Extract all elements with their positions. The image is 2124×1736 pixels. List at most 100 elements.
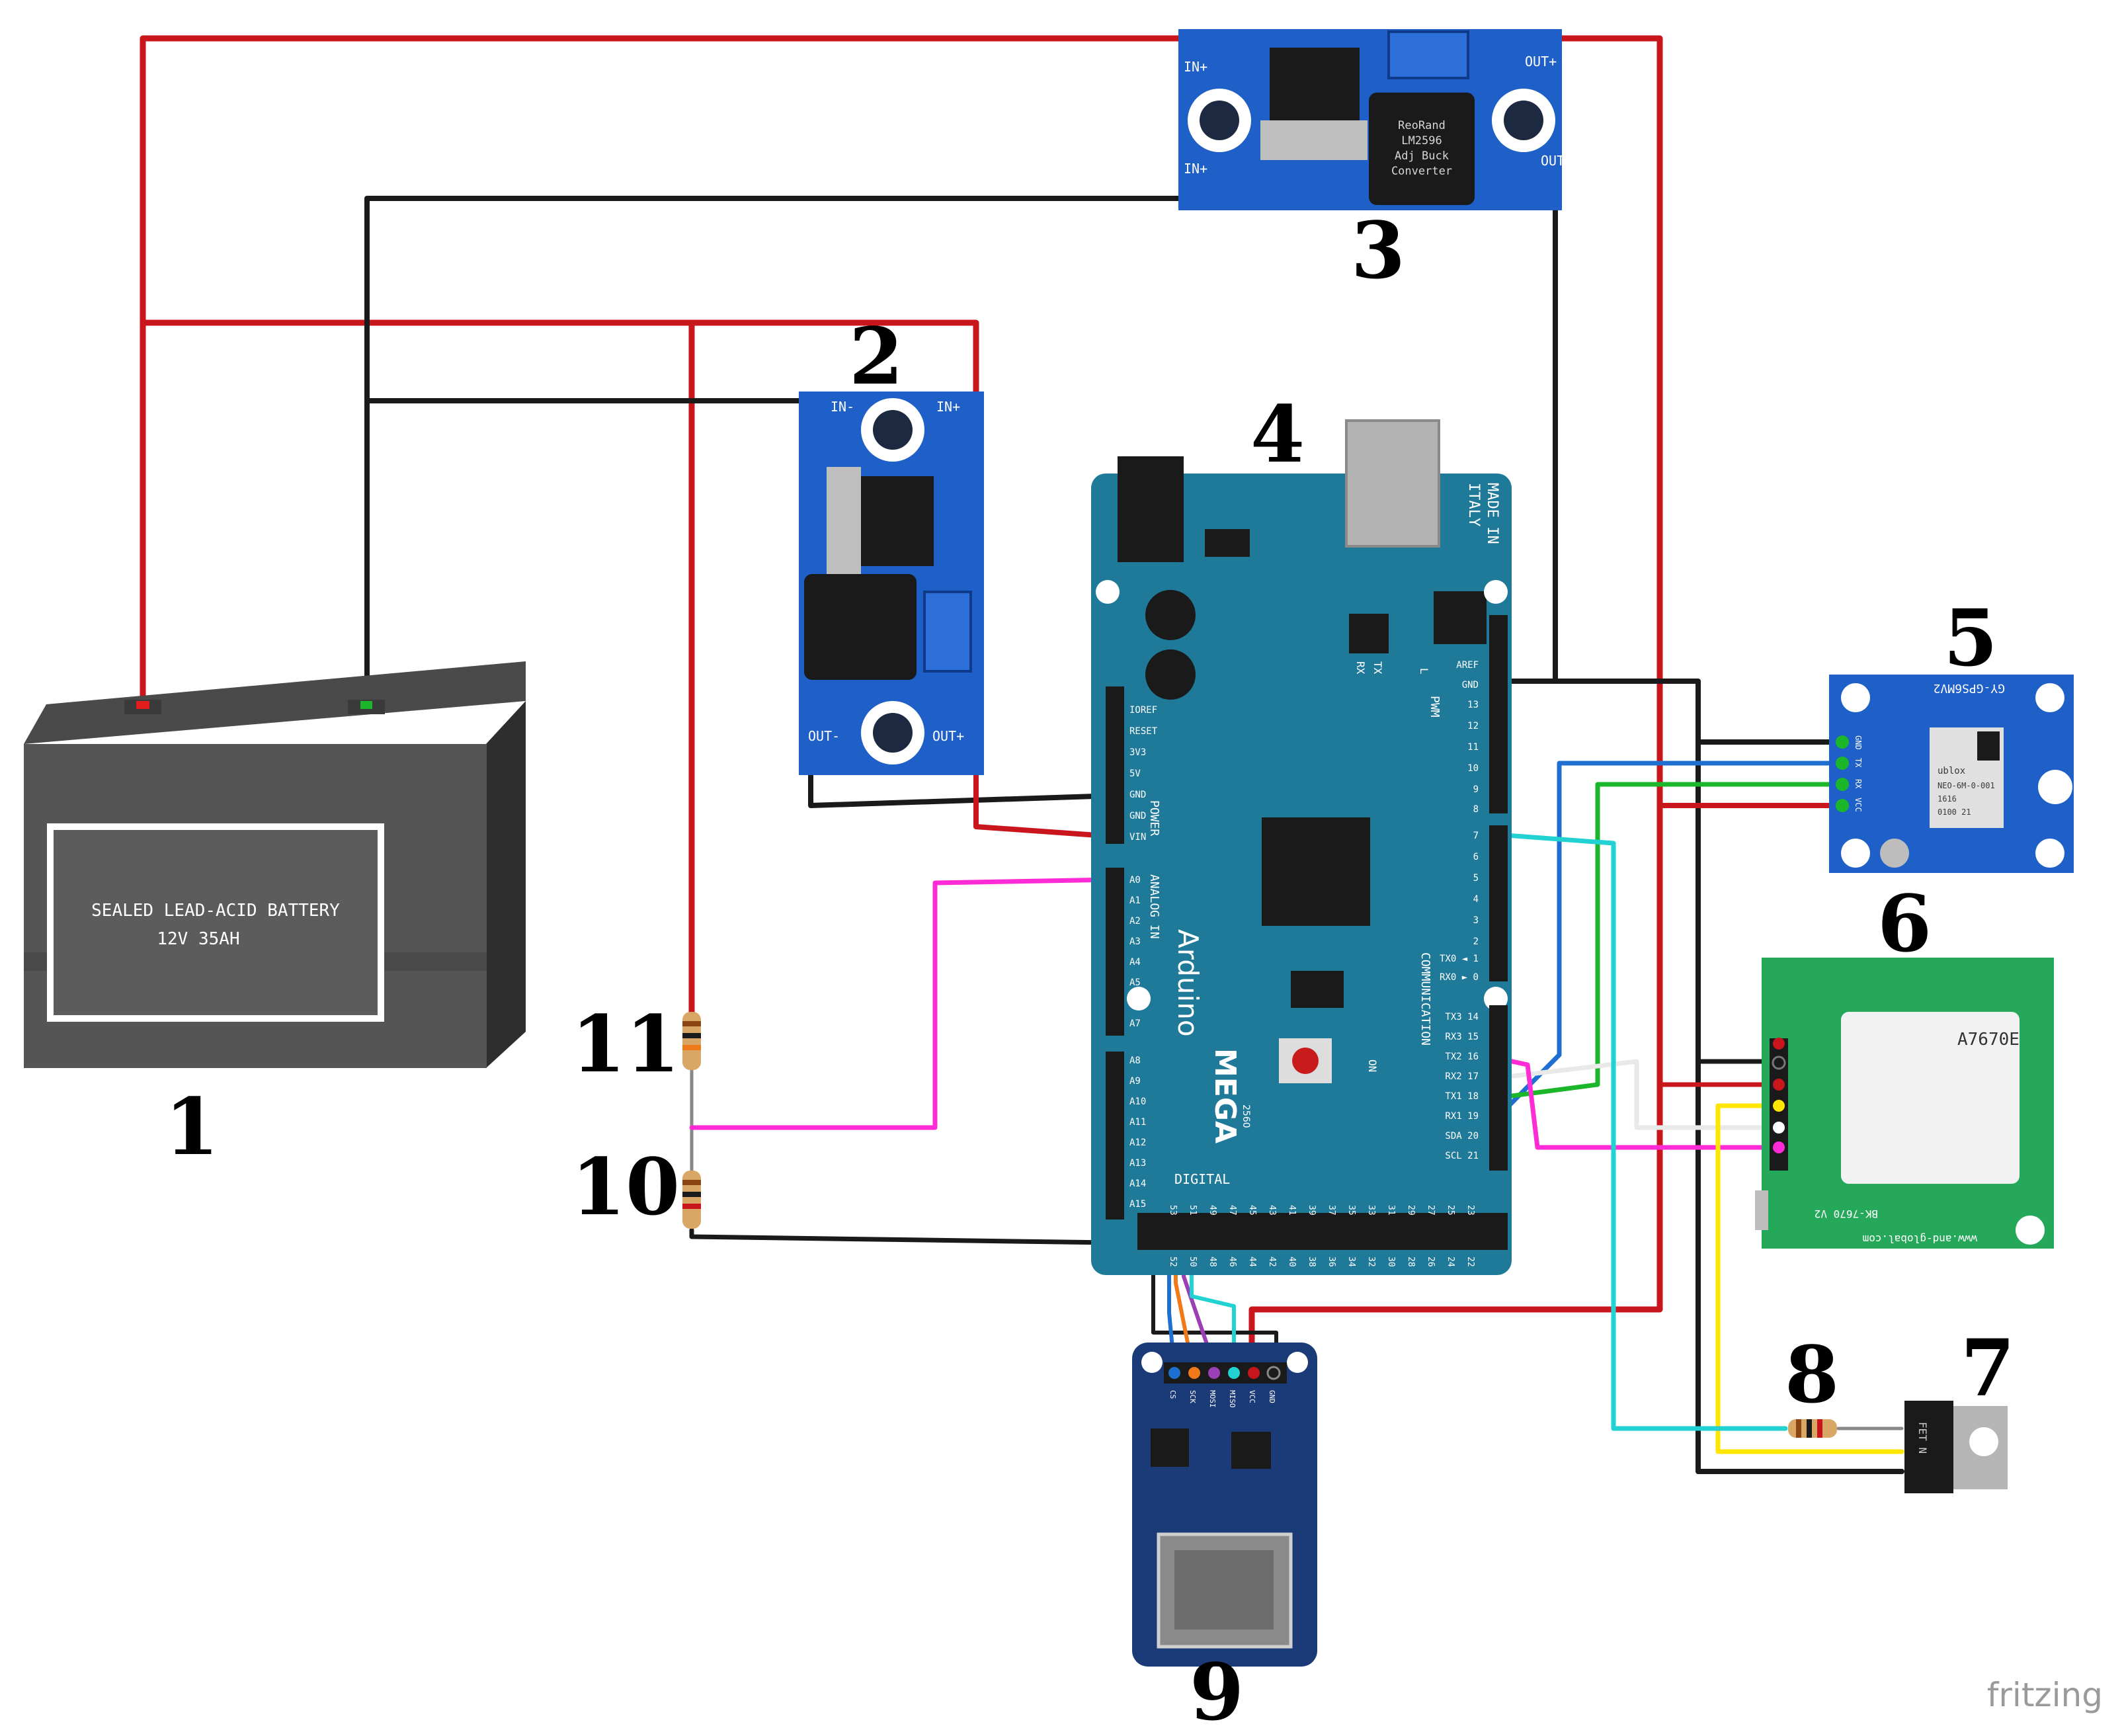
wire-gsm-rx-magenta: [1494, 1055, 1781, 1150]
gsm-usb: [1755, 1190, 1768, 1230]
pin-a10: A10: [1129, 1096, 1146, 1107]
arduino-pwm-header-2: [1489, 825, 1508, 981]
arduino-analog-pins: A0 A1 A2 A3 A4 A5 A6 A7: [1129, 875, 1141, 1029]
gps-pin-vcc-label: VCC: [1854, 798, 1863, 812]
pin-34: 34: [1346, 1257, 1356, 1267]
pin-a6: A6: [1129, 998, 1141, 1009]
pin-36: 36: [1327, 1257, 1336, 1267]
mosfet-body: [1904, 1401, 1953, 1493]
buck2-capacitor-out-top: [873, 713, 913, 753]
sd-pin-gnd-label: GND: [1268, 1390, 1276, 1403]
pin-a15: A15: [1129, 1199, 1146, 1210]
sd-pin-gnd: [1266, 1366, 1281, 1380]
buck-converter-2: OUT- OUT+ IN- IN+ 2: [799, 310, 984, 775]
pin-12: 12: [1467, 721, 1479, 731]
sd-hole-2: [1287, 1352, 1308, 1373]
wire-pin7-cyan: [1494, 832, 1788, 1431]
arduino-power-pins: IOREF RESET 3V3 5V GND GND VIN: [1129, 705, 1158, 843]
resistor-10-band1: [682, 1180, 701, 1185]
pin-24: 24: [1446, 1257, 1455, 1267]
buck3-out-minus-label: OUT-: [1541, 153, 1573, 169]
gsm-pin-4: [1773, 1100, 1785, 1112]
arduino-analog-header: [1106, 868, 1124, 1036]
wire-gsm-tx-white: [1494, 1059, 1781, 1130]
buck2-potentiometer: [923, 591, 972, 673]
label-5: 5: [1943, 592, 1998, 684]
battery: SEALED LEAD-ACID BATTERY 12V 35AH 1: [24, 661, 526, 1173]
arduino-hole-2: [1484, 580, 1508, 604]
gps-chip-line1: ublox: [1938, 766, 1965, 776]
mosfet-text: FET N: [1916, 1422, 1929, 1454]
gps-qr: [1977, 731, 2000, 761]
pin-2: 2: [1473, 936, 1479, 947]
wire-gnd-bus: [1494, 679, 1904, 1474]
arduino-year: 2560: [1241, 1104, 1251, 1128]
pin-tx2: TX2 16: [1445, 1052, 1479, 1062]
sd-chip: [1151, 1428, 1189, 1467]
sd-hole-1: [1141, 1352, 1163, 1373]
pin-a11: A11: [1129, 1117, 1146, 1128]
pin-a2: A2: [1129, 916, 1141, 927]
fritzing-watermark: fritzing: [1987, 1676, 2103, 1714]
buck2-in-minus-label: IN-: [831, 399, 854, 415]
pin-42: 42: [1267, 1257, 1277, 1267]
arduino-hole-3: [1127, 987, 1151, 1011]
pin-rx0: RX0 ► 0: [1440, 972, 1479, 983]
arduino-cap-1: [1145, 590, 1196, 640]
pin-vin: VIN: [1129, 832, 1146, 843]
sd-pin-vcc-label: VCC: [1248, 1390, 1256, 1403]
wire-battery-plus-to-buck2: [140, 319, 979, 401]
sd-card-module: CS SCK MOSI MISO VCC GND 9: [1132, 1343, 1317, 1736]
gsm-chip: [1841, 1012, 2020, 1184]
sd-card-slot-inner: [1174, 1550, 1274, 1630]
buck3-chip-line1: ReoRand: [1398, 119, 1446, 132]
resistor-8-band1: [1796, 1419, 1801, 1438]
buck3-inductor: [1369, 93, 1475, 205]
arduino-usb-port: [1345, 419, 1440, 548]
sd-pin-vcc: [1248, 1367, 1260, 1379]
pin-gnd-2: GND: [1129, 811, 1146, 821]
resistor-11: 11: [571, 998, 701, 1090]
pin-a4: A4: [1129, 957, 1141, 968]
pin-7: 7: [1473, 831, 1479, 841]
resistor-11-band3: [682, 1045, 701, 1050]
label-10: 10: [571, 1141, 680, 1233]
label-4: 4: [1250, 388, 1305, 480]
pin-rx1: RX1 19: [1445, 1111, 1479, 1122]
arduino-mcu: [1262, 817, 1370, 926]
pin-a13: A13: [1129, 1158, 1146, 1169]
pin-tx0: TX0 ◄ 1: [1440, 954, 1479, 964]
pin-40: 40: [1287, 1257, 1297, 1267]
arduino-italy: ITALY: [1465, 483, 1482, 526]
wire-gps-rx: [1494, 782, 1845, 1100]
buck3-chip-line4: Converter: [1391, 165, 1452, 178]
pin-tx3: TX3 14: [1445, 1012, 1479, 1022]
arduino-icsp-top: [1434, 591, 1487, 644]
gps-hole-3: [2038, 770, 2072, 804]
arduino-dc-jack: [1118, 456, 1184, 562]
gsm-pin-1: [1773, 1038, 1785, 1050]
gsm-footer: www.and-global.com: [1863, 1233, 1977, 1245]
arduino-analog-label: ANALOG IN: [1147, 874, 1161, 939]
pin-29: 29: [1406, 1205, 1416, 1216]
pin-3v3: 3V3: [1129, 747, 1146, 758]
gsm-pin-6: [1773, 1141, 1785, 1153]
arduino-pwm-pins: AREF GND 13 12 11 10 9 8: [1456, 660, 1479, 815]
arduino-icsp-mid: [1291, 971, 1344, 1008]
pin-scl: SCL 21: [1445, 1151, 1479, 1161]
arduino-voltage-regulator: [1205, 529, 1250, 557]
sd-pin-mosi: [1208, 1367, 1220, 1379]
battery-label-line2: 12V 35AH: [157, 929, 239, 949]
buck2-regulator-tab: [827, 467, 861, 574]
wire-buck2-out-minus: [808, 765, 1119, 808]
arduino-comm-header: [1489, 1005, 1508, 1171]
resistor-10: 10: [571, 1141, 701, 1233]
pin-gnd-top: GND: [1462, 680, 1479, 690]
label-9: 9: [1190, 1646, 1244, 1736]
pin-45: 45: [1247, 1205, 1257, 1216]
resistor-10-band2: [682, 1192, 701, 1197]
pin-43: 43: [1267, 1205, 1277, 1216]
label-1: 1: [165, 1081, 219, 1173]
gps-pin-vcc: [1836, 799, 1849, 812]
